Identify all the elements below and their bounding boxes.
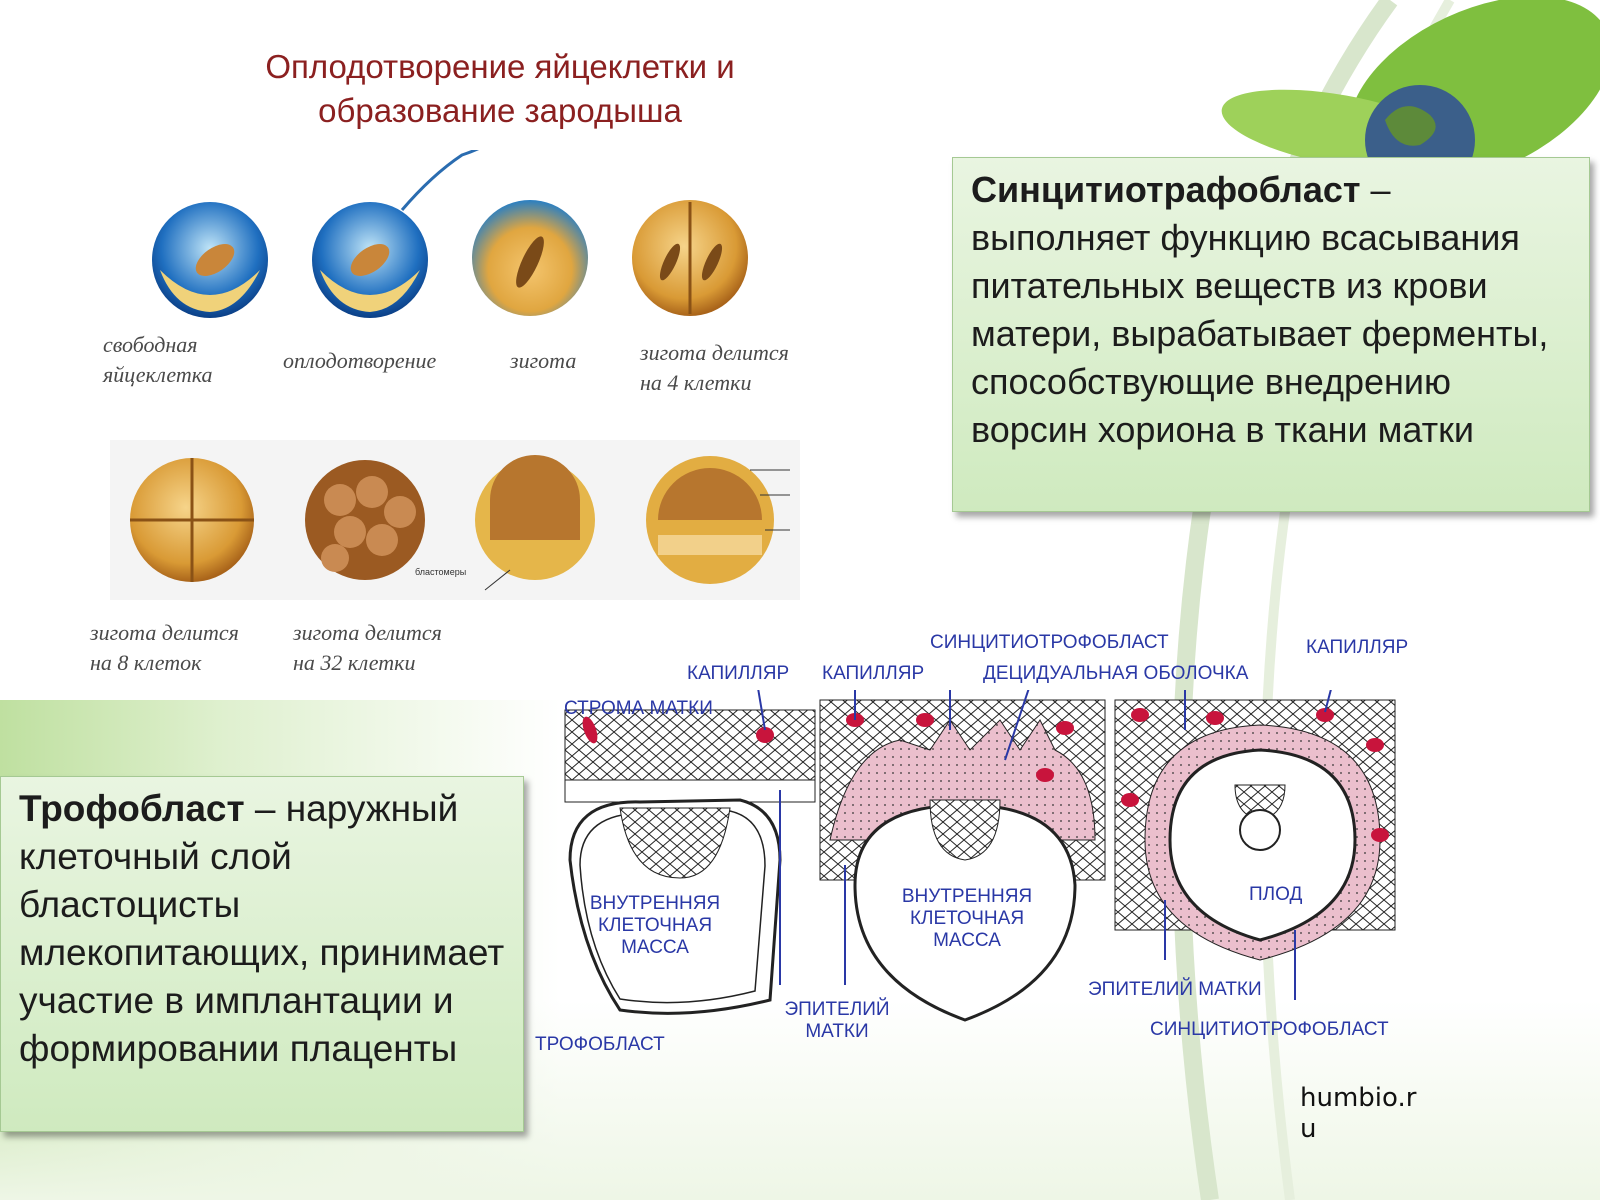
capillary-icon — [1316, 708, 1334, 722]
zygote-icon — [472, 200, 588, 316]
stage-label-line: на 32 клетки — [293, 650, 416, 675]
stage-label-line: свободная — [103, 332, 198, 357]
title-line-1: Оплодотворение яйцеклетки и — [265, 48, 735, 85]
label-line: КЛЕТОЧНАЯ — [597, 915, 713, 936]
label-line: ВНУТРЕННЯЯ — [901, 886, 1033, 907]
label-capillary-1: КАПИЛЛЯР — [687, 663, 790, 684]
label-line: МАТКИ — [805, 1021, 869, 1042]
stage-label-zygote: зигота — [510, 346, 576, 376]
label-fetus: ПЛОД — [1249, 884, 1303, 905]
source-credit: humbio.ru — [1300, 1083, 1417, 1144]
syncytio-text: выполняет функцию всасывания питательных… — [971, 217, 1549, 450]
label-syncytiotrophoblast-top: СИНЦИТИОТРОФОБЛАСТ — [930, 632, 1169, 653]
stage-label-4-cells: зигота делится на 4 клетки — [640, 338, 789, 398]
capillary-icon — [756, 727, 774, 743]
label-inner-cell-mass-2: ВНУТРЕННЯЯ КЛЕТОЧНАЯ МАССА — [897, 886, 1037, 952]
capillary-icon — [916, 713, 934, 727]
implantation-stage-2 — [819, 699, 1106, 1022]
stage-label-line: зигота — [510, 348, 577, 373]
capillary-icon — [1131, 708, 1149, 722]
stage-label-line: яйцеклетка — [103, 362, 213, 387]
implantation-diagram — [564, 690, 1396, 1022]
capillary-icon — [1036, 768, 1054, 782]
page-title: Оплодотворение яйцеклетки и образование … — [200, 45, 800, 133]
label-capillary-2: КАПИЛЛЯР — [822, 663, 925, 684]
stage-label-line: на 8 клеток — [90, 650, 202, 675]
tropho-text: наружный клеточный слой бластоцисты млек… — [19, 788, 505, 1069]
four-cell-icon — [632, 200, 748, 316]
blastocyst-icon: бластомеры — [415, 455, 595, 591]
syncytio-term: Синцитиотрафобласт — [971, 169, 1361, 210]
label-line: ВНУТРЕННЯЯ — [589, 893, 721, 914]
blastomere-tag: бластомеры — [415, 567, 466, 577]
tropho-dash: – — [244, 788, 276, 829]
label-uterine-epithelium-2: ЭПИТЕЛИЙ МАТКИ — [1088, 979, 1262, 1000]
stage-label-line: на 4 клетки — [640, 370, 752, 395]
syncytiotrophoblast-definition-box: Синцитиотрафобласт – выполняет функцию в… — [952, 157, 1590, 512]
label-trophoblast: ТРОФОБЛАСТ — [535, 1034, 665, 1055]
stage-label-line: зигота делится — [90, 620, 239, 645]
label-uterine-stroma: СТРОМА МАТКИ — [564, 698, 713, 719]
title-line-2: образование зародыша — [318, 92, 682, 129]
embryo-stages-row2: бластомеры — [110, 440, 800, 600]
tropho-term: Трофобласт — [19, 788, 245, 829]
capillary-icon — [1371, 828, 1389, 842]
trophoblast-definition-box: Трофобласт – наружный клеточный слой бла… — [0, 776, 524, 1132]
label-line: КЛЕТОЧНАЯ — [909, 908, 1025, 929]
label-syncytiotrophoblast-bottom: СИНЦИТИОТРОФОБЛАСТ — [1150, 1019, 1389, 1040]
egg-cell-icon — [152, 202, 268, 318]
label-capillary-3: КАПИЛЛЯР — [1306, 637, 1409, 658]
stage-label-8-cells: зигота делится на 8 клеток — [90, 618, 239, 678]
eight-cell-icon — [130, 458, 254, 582]
syncytio-dash: – — [1360, 169, 1391, 210]
stage-label-free-egg: свободная яйцеклетка — [103, 330, 213, 390]
label-inner-cell-mass-1: ВНУТРЕННЯЯ КЛЕТОЧНАЯ МАССА — [585, 893, 725, 959]
capillary-icon — [1121, 793, 1139, 807]
label-line: МАССА — [933, 930, 1001, 951]
capillary-icon — [1366, 738, 1384, 752]
leader-lines — [757, 690, 1332, 1000]
fertilization-icon — [312, 150, 479, 318]
capillary-icon — [582, 716, 598, 744]
stage-label-line: оплодотворение — [283, 348, 437, 373]
implantation-stage-3 — [1114, 699, 1396, 961]
stage-label-line: зигота делится — [640, 340, 789, 365]
label-uterine-epithelium-1: ЭПИТЕЛИЙ МАТКИ — [777, 999, 897, 1043]
stage-label-32-cells: зигота делится на 32 клетки — [293, 618, 442, 678]
morula-icon — [305, 460, 425, 580]
label-line: МАССА — [621, 937, 689, 958]
stage-label-fertilization: оплодотворение — [283, 346, 436, 376]
implantation-stage-1 — [564, 709, 816, 1015]
label-decidual-membrane: ДЕЦИДУАЛЬНАЯ ОБОЛОЧКА — [983, 663, 1249, 684]
late-blastocyst-icon — [646, 456, 790, 584]
stage-label-line: зигота делится — [293, 620, 442, 645]
embryo-stages-row1 — [152, 150, 748, 318]
capillary-icon — [1056, 721, 1074, 735]
label-line: ЭПИТЕЛИЙ — [784, 999, 890, 1020]
capillary-icon — [1206, 711, 1224, 725]
